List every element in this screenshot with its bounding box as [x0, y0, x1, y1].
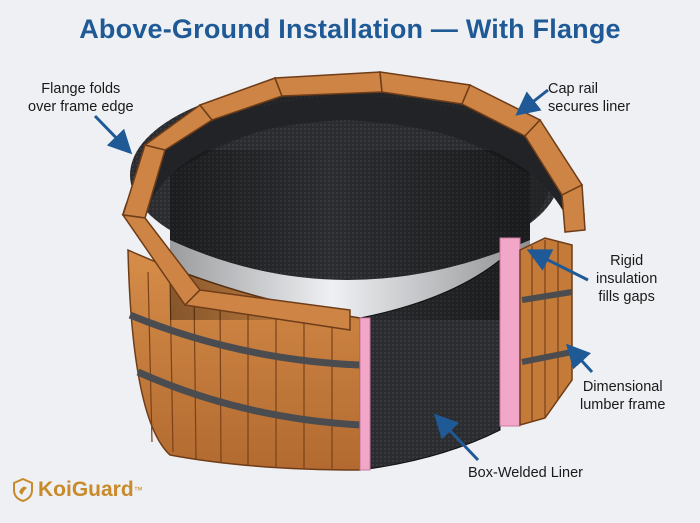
label-insulation: Rigid insulation fills gaps: [596, 253, 658, 305]
page-title: Above-Ground Installation — With Flange: [79, 14, 621, 44]
arrow-flange: [93, 114, 133, 155]
cap-rail: [121, 71, 586, 331]
lumber-frame: [519, 237, 573, 426]
liner-flange: [122, 95, 585, 225]
insulation-strip: [499, 237, 521, 427]
arrow-lumber: [565, 343, 594, 374]
label-liner: Box-Welded Liner: [468, 465, 583, 481]
arrow-liner: [433, 413, 480, 462]
label-lumber: Dimensional lumber frame: [580, 379, 666, 413]
arrow-insulation: [526, 249, 589, 282]
logo-text: KoiGuard: [38, 478, 134, 501]
logo-tm: ™: [133, 485, 143, 495]
label-flange: Flange folds over frame edge: [28, 81, 134, 115]
callout-arrows: [93, 88, 594, 462]
insulation-strip-front: [359, 317, 371, 471]
label-cap-rail: Cap rail secures liner: [548, 81, 631, 115]
arrow-cap-rail: [515, 88, 549, 116]
koi-shield-icon: [13, 478, 33, 502]
